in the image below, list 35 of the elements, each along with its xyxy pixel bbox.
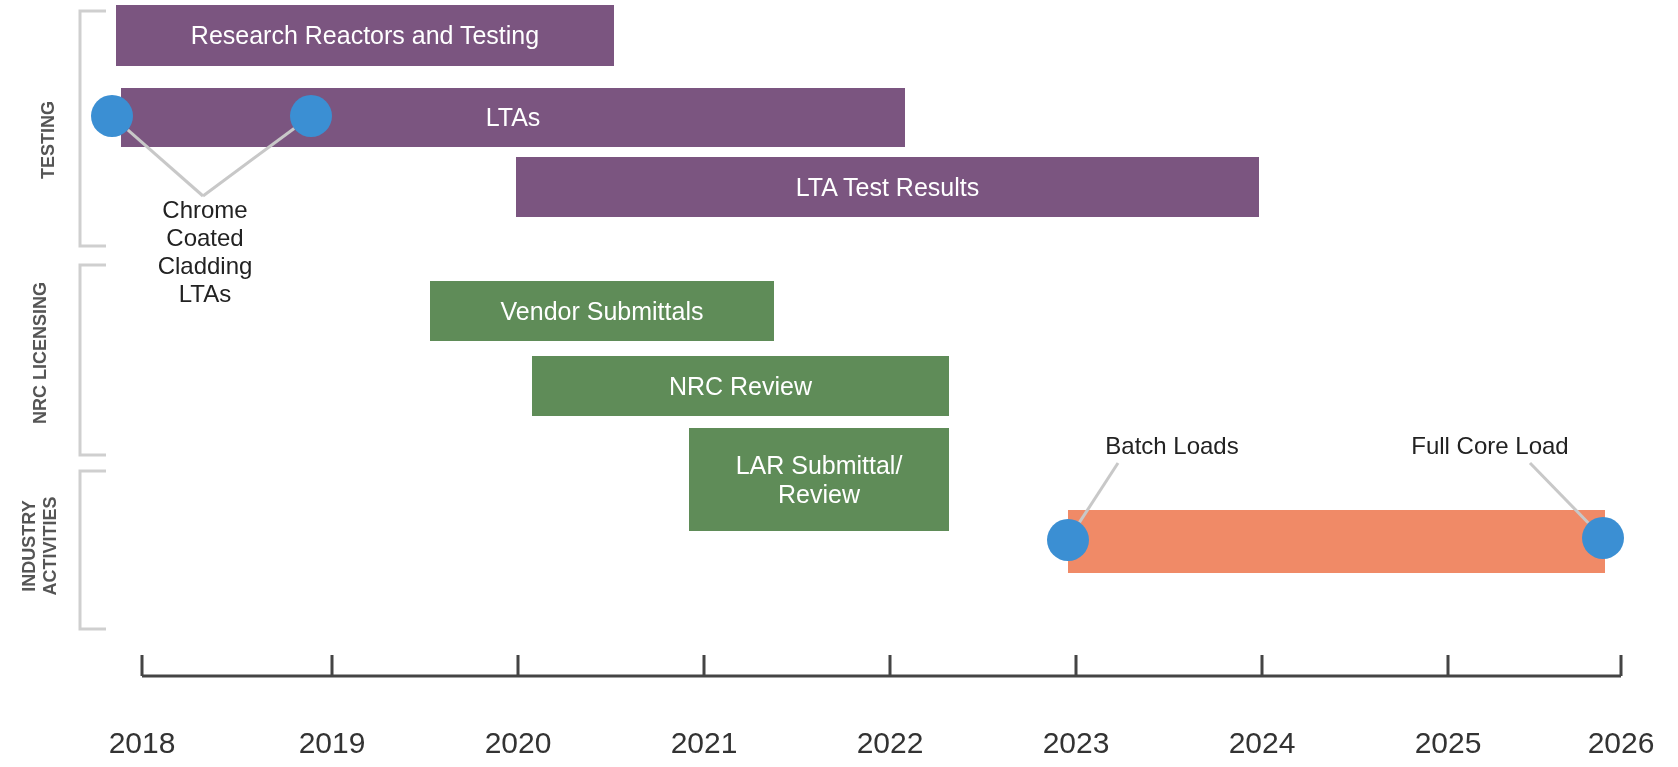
bar-label: Vendor Submittals: [500, 296, 704, 326]
year-label: 2021: [669, 726, 739, 760]
leader-line: [1078, 462, 1120, 524]
bar-label: LAR Submittal/ Review: [734, 450, 904, 509]
milestone-dot: [290, 95, 332, 137]
leader-line: [202, 127, 295, 198]
bar-label: LTAs: [485, 103, 541, 132]
year-label: 2026: [1586, 726, 1656, 760]
milestone-label: Chrome Coated Cladding LTAs: [156, 196, 254, 308]
year-label: 2025: [1413, 726, 1483, 760]
year-label: 2019: [297, 726, 367, 760]
year-label: 2024: [1227, 726, 1297, 760]
bar-label: NRC Review: [668, 371, 813, 401]
year-label: 2022: [855, 726, 925, 760]
bar-label: LTA Test Results: [795, 172, 980, 202]
timeline-bar: [430, 281, 774, 341]
leader-line: [126, 128, 204, 198]
milestone-dot: [91, 95, 133, 137]
timeline-bar: [689, 428, 949, 531]
milestone-label: Batch Loads: [1105, 432, 1239, 460]
milestone-label: Full Core Load: [1411, 432, 1569, 460]
milestone-dot: [1582, 517, 1624, 559]
timeline-bar: [516, 157, 1259, 217]
timeline-bar: [116, 5, 614, 66]
section-label: NRC LICENSING: [28, 281, 51, 426]
year-label: 2023: [1041, 726, 1111, 760]
section-label: INDUSTRY ACTIVITIES: [18, 495, 61, 598]
leader-line: [1528, 461, 1590, 524]
timeline-bar: [121, 88, 905, 147]
year-label: 2020: [483, 726, 553, 760]
milestone-dot: [1047, 519, 1089, 561]
year-label: 2018: [107, 726, 177, 760]
timeline-bar: [532, 356, 949, 416]
bar-label: Research Reactors and Testing: [190, 21, 540, 50]
section-label: TESTING: [36, 100, 59, 181]
